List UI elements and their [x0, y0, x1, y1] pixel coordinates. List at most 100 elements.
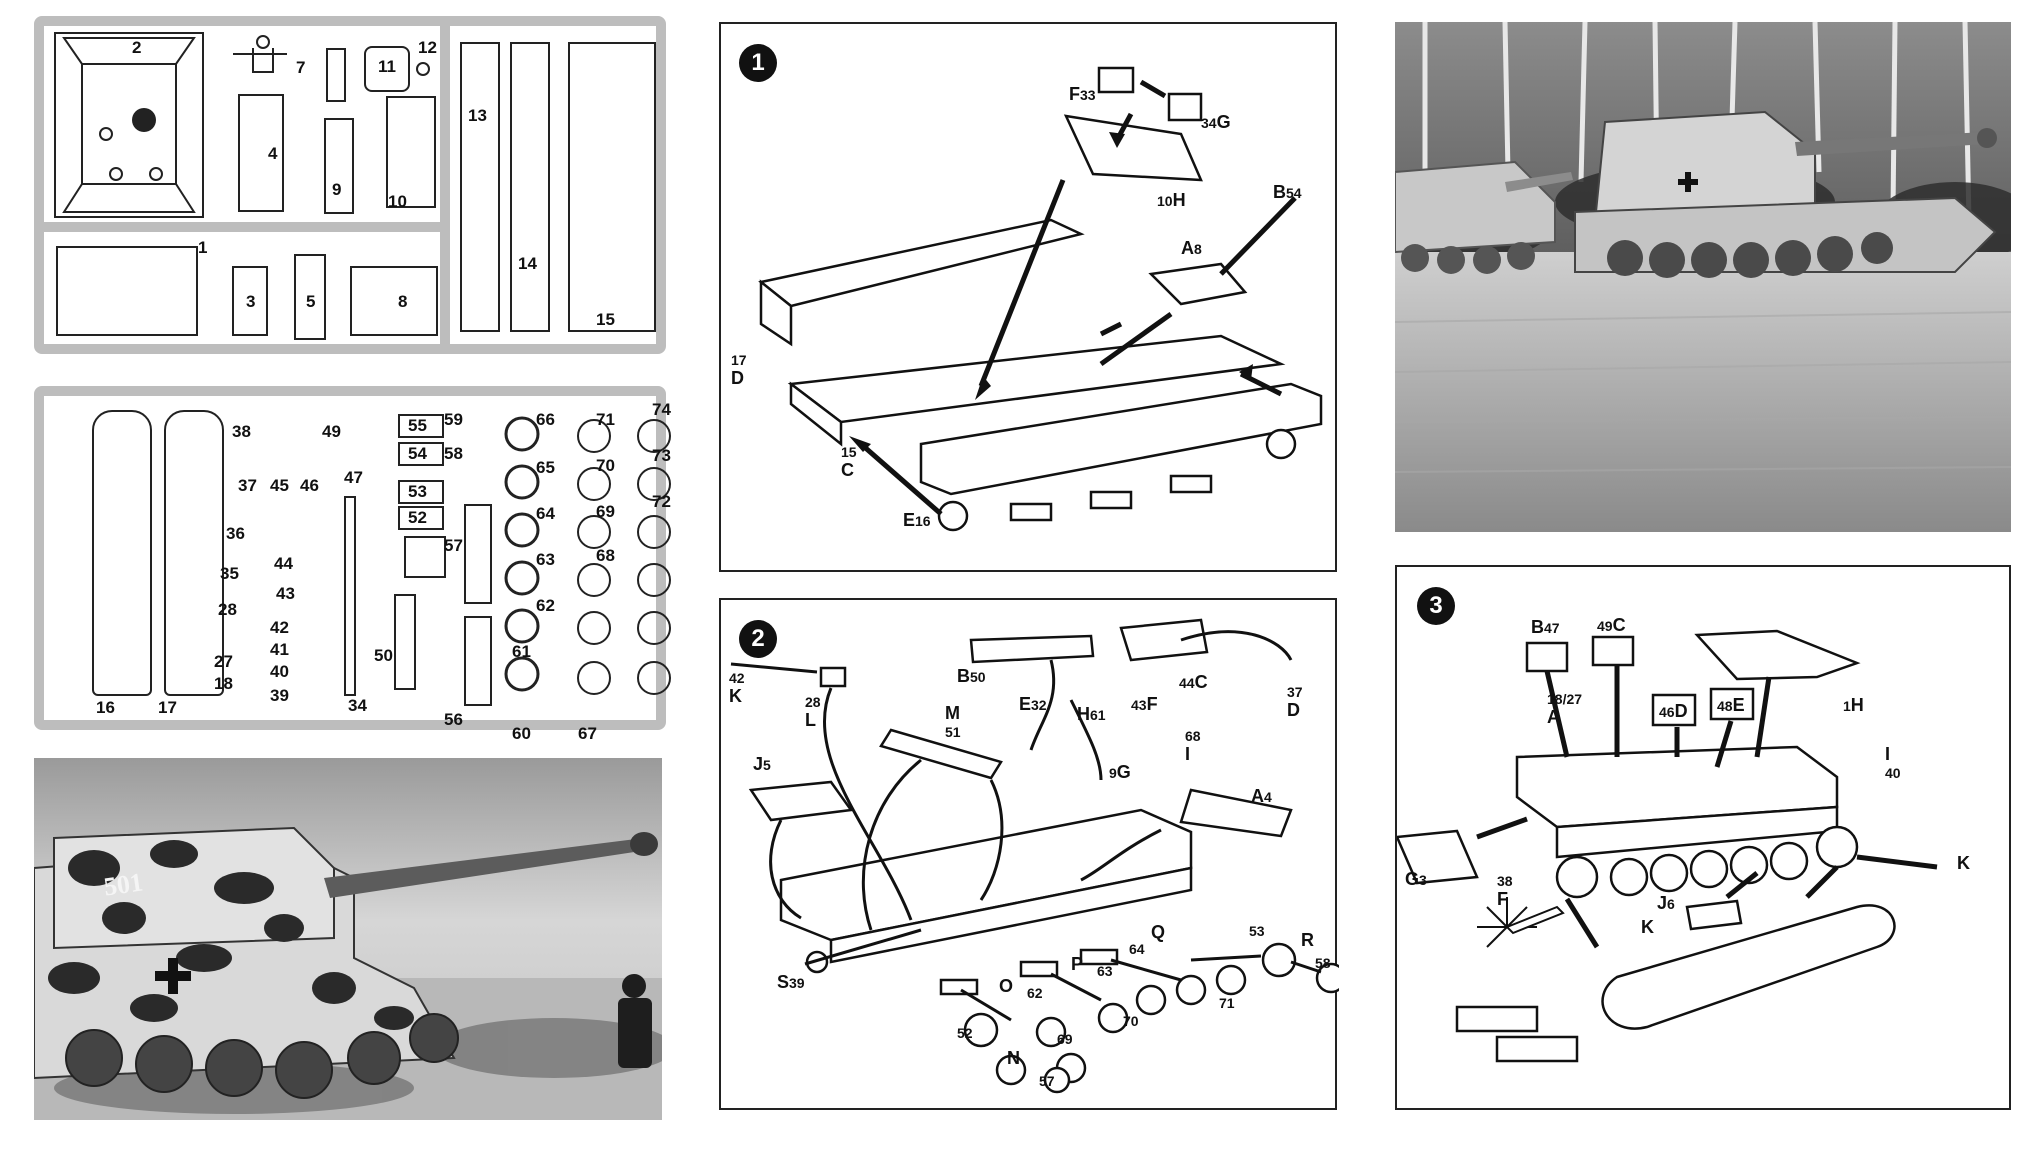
part-label: 18 — [214, 674, 233, 693]
label-p-num: 63 — [1097, 963, 1113, 979]
sprue-divider — [44, 222, 444, 232]
label-n70: 70 — [1123, 1013, 1139, 1029]
label-n-num: 57 — [1039, 1073, 1055, 1089]
part-label: 63 — [536, 550, 555, 569]
part-50 — [464, 616, 492, 706]
part-label: 3 — [246, 292, 256, 311]
part-label: 42 — [270, 618, 289, 637]
part-51 — [464, 504, 492, 604]
part-15-deck — [568, 42, 656, 332]
label-r-num: 58 — [1315, 955, 1331, 971]
part-label: 60 — [512, 724, 531, 743]
label-f: 43F — [1131, 694, 1158, 714]
part-label: 54 — [408, 444, 427, 463]
sprue-frame-b: 16 17 38 49 37 36 45 46 47 44 35 43 28 4… — [34, 386, 671, 743]
part-label: 13 — [468, 106, 487, 125]
assembly-step-2-frame: 2 — [719, 598, 1339, 1110]
label-k1: K — [1957, 853, 1970, 873]
idler-wheels-column — [574, 416, 684, 716]
part-label: 59 — [444, 410, 463, 429]
part-label: 57 — [444, 536, 463, 555]
step-number-3: 3 — [1417, 587, 1455, 625]
part-8 — [350, 266, 438, 336]
part-label: 69 — [596, 502, 615, 521]
assembly-step-3-frame: 3 — [1395, 565, 2011, 1110]
part-label: 14 — [518, 254, 537, 273]
part-label: 67 — [578, 724, 597, 743]
part-2-hull-floor — [54, 32, 204, 218]
part-label: 4 — [268, 144, 278, 163]
label-r: R — [1301, 930, 1314, 950]
step1-diagram — [758, 66, 1323, 532]
label-n53: 53 — [1249, 923, 1265, 939]
part-label: 50 — [374, 646, 393, 665]
tank-marking-number: 501 — [102, 867, 145, 902]
part-label: 64 — [536, 504, 555, 523]
part-label: 28 — [218, 600, 237, 619]
label-n52: 52 — [957, 1025, 973, 1041]
label-a: A8 — [1181, 238, 1202, 258]
photo-image — [1395, 22, 2011, 532]
label-q-num: 64 — [1129, 941, 1145, 957]
part-16-track-side — [92, 410, 152, 696]
part-48 — [398, 442, 444, 466]
photo-tank-destroyers-in-forest — [1395, 22, 2011, 532]
part-label: 12 — [418, 38, 437, 57]
assembly-step-1-frame: 1 — [719, 22, 1337, 572]
part-14-side — [510, 42, 550, 332]
label-n71: 71 — [1219, 995, 1235, 1011]
road-wheels-column — [502, 412, 542, 712]
label-h: 1H — [1843, 695, 1864, 715]
part-label: 44 — [274, 554, 293, 573]
part-46 — [398, 506, 444, 530]
label-b: B47 — [1531, 617, 1560, 637]
part-label: 62 — [536, 596, 555, 615]
label-e: E32 — [1019, 694, 1047, 714]
label-n: N — [1007, 1048, 1020, 1068]
part-label: 38 — [232, 422, 251, 441]
label-j: J6 — [1657, 893, 1675, 913]
label-j: J5 — [753, 754, 771, 774]
part-6 — [326, 48, 346, 102]
part-label: 40 — [270, 662, 289, 681]
label-e: E16 — [903, 510, 931, 530]
label-p: P — [1071, 954, 1084, 974]
label-h: 10H — [1157, 190, 1186, 210]
part-label: 2 — [132, 38, 142, 57]
photo-image — [34, 758, 662, 1120]
part-label: 49 — [322, 422, 341, 441]
label-d: 46D — [1659, 701, 1688, 721]
part-1-rear-plate — [56, 246, 198, 336]
part-label: 52 — [408, 508, 427, 527]
part-label: 5 — [306, 292, 316, 311]
part-label: 45 — [270, 476, 289, 495]
part-label: 71 — [596, 410, 615, 429]
sprue-frame-a: 2 7 6 11 12 4 9 10 1 3 5 8 13 14 15 — [34, 16, 666, 354]
photo-camouflaged-tank-destroyer: 501 — [34, 758, 662, 1120]
part-45 — [404, 536, 446, 578]
part-44 — [394, 594, 416, 690]
step-number-1: 1 — [739, 44, 777, 82]
part-label: 1 — [198, 238, 208, 257]
label-h: H61 — [1077, 704, 1106, 724]
part-11-hatch — [364, 46, 410, 92]
part-label: 34 — [348, 696, 367, 715]
label-g: 9G — [1109, 762, 1131, 782]
part-label: 36 — [226, 524, 245, 543]
step-number-2: 2 — [739, 620, 777, 658]
part-12 — [416, 62, 430, 76]
part-label: 46 — [300, 476, 319, 495]
part-label: 65 — [536, 458, 555, 477]
part-13-side — [460, 42, 500, 332]
part-label: 41 — [270, 640, 289, 659]
hull-floor-drawing — [62, 37, 196, 213]
part-label: 43 — [276, 584, 295, 603]
